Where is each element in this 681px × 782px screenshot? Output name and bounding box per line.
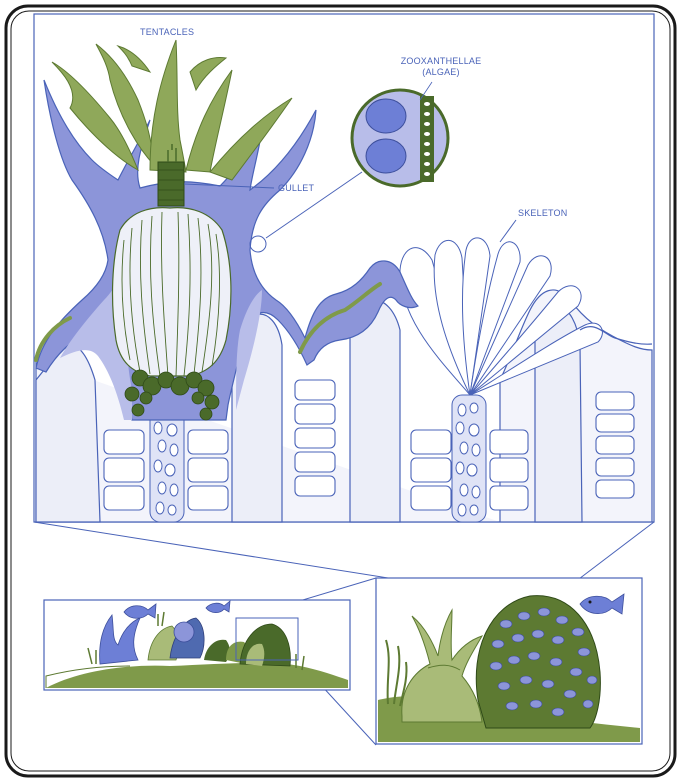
zooxanthellae-label-line1: ZOOXANTHELLAE <box>380 56 502 67</box>
mesenteries <box>113 208 231 420</box>
skeleton-label: SKELETON <box>518 208 567 219</box>
reef-overview <box>44 600 350 690</box>
zooxanthellae-label-line2: (ALGAE) <box>380 67 502 78</box>
colony-closeup <box>376 578 642 744</box>
skeleton-chambers-right <box>596 392 634 498</box>
tentacles-label: TENTACLES <box>140 27 194 38</box>
zooxanthellae-label: ZOOXANTHELLAE (ALGAE) <box>380 56 502 78</box>
gullet-label: GULLET <box>278 183 314 194</box>
columella-right <box>452 395 486 522</box>
